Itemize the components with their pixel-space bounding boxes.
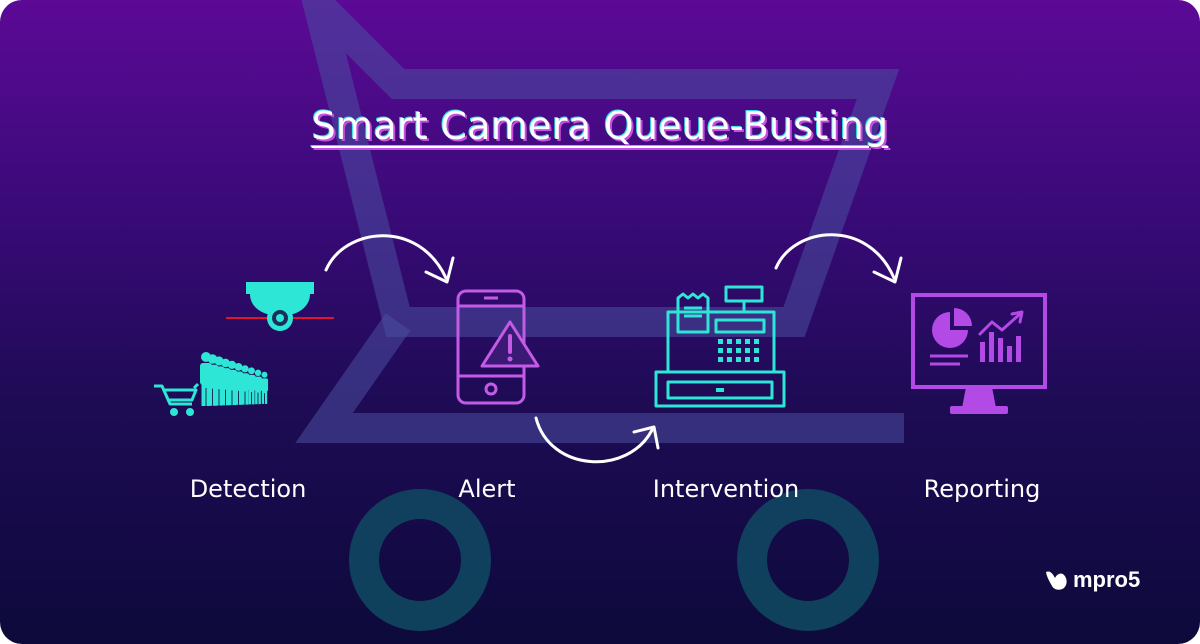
arrow-detection-to-alert-icon	[324, 234, 455, 284]
queue-person-icon	[200, 352, 212, 406]
step-label-alert: Alert	[458, 475, 516, 503]
camera-queue-icon	[154, 282, 334, 416]
mpro5-logo: mpro5	[1044, 563, 1164, 597]
cash-register-icon	[654, 285, 786, 408]
arrow-alert-to-intervention-icon	[534, 416, 660, 464]
arrow-intervention-to-reporting-icon	[774, 233, 903, 284]
register-key	[736, 357, 741, 362]
step-label-intervention: Intervention	[652, 475, 800, 503]
mpro5-logo-mark-icon	[1046, 571, 1067, 590]
register-key	[754, 339, 759, 344]
register-key	[727, 357, 732, 362]
queue-person-icon	[254, 369, 262, 405]
phone-alert-icon	[456, 289, 540, 405]
register-key	[745, 348, 750, 353]
register-key	[718, 348, 723, 353]
queue-person-icon	[260, 371, 269, 404]
step-label-detection: Detection	[189, 475, 307, 503]
register-key	[754, 357, 759, 362]
register-key	[718, 339, 723, 344]
register-key	[745, 339, 750, 344]
logo-text: mpro5	[1073, 567, 1141, 592]
step-label-reporting: Reporting	[923, 475, 1041, 503]
queue-person-icon	[247, 367, 256, 405]
register-key	[727, 348, 732, 353]
page-title: Smart Camera Queue-Busting	[311, 104, 889, 148]
register-key	[745, 357, 750, 362]
register-key	[736, 348, 741, 353]
register-key	[754, 348, 759, 353]
register-key	[727, 339, 732, 344]
register-key	[736, 339, 741, 344]
monitor-report-icon	[911, 293, 1047, 414]
register-key	[718, 357, 723, 362]
